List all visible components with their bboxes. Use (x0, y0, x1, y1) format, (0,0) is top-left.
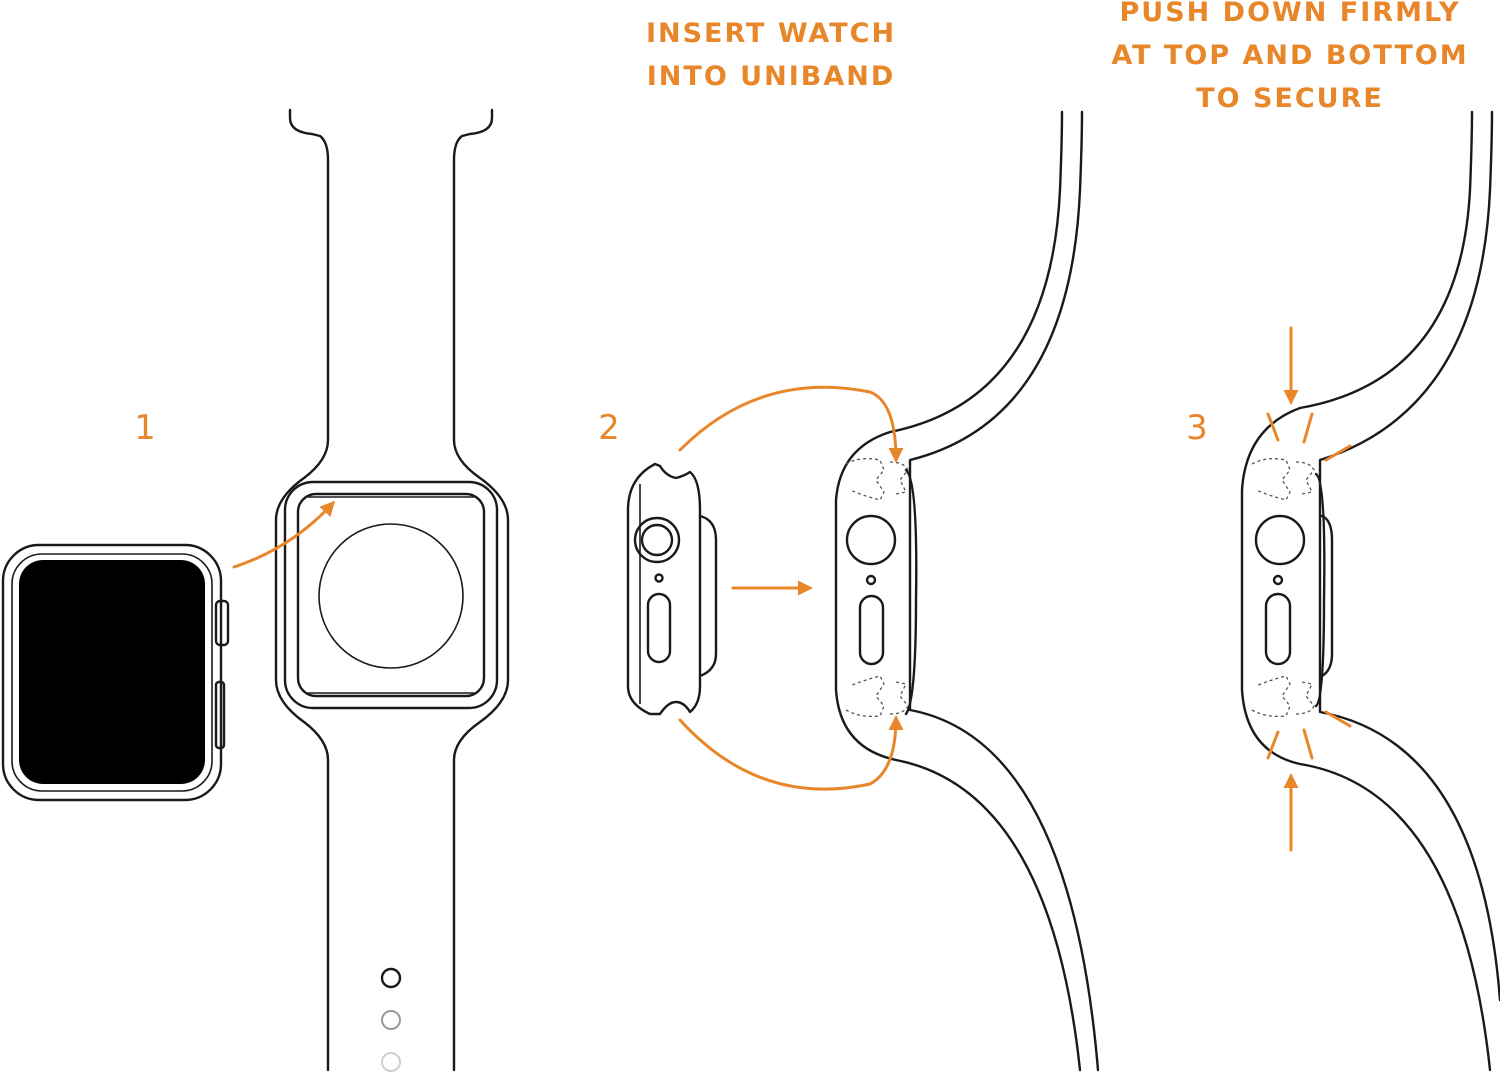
step-3-number: 3 (1186, 408, 1208, 448)
uniband-icon (274, 108, 510, 1072)
step-3-caption-line-2: AT TOP AND BOTTOM (1111, 40, 1469, 71)
step-1-number: 1 (134, 408, 156, 448)
step-3-illustration (1240, 110, 1500, 1072)
step-2-illustration (626, 110, 1100, 1072)
watch-face-icon (1, 543, 230, 802)
step-2-number: 2 (598, 408, 620, 448)
uniband-secured-icon (1240, 110, 1500, 1072)
step-3-caption-line-3: TO SECURE (1196, 83, 1384, 114)
insert-arrow (232, 500, 336, 569)
pressure-lines (1266, 412, 1352, 760)
watch-side-icon (626, 462, 718, 716)
step-3-caption-line-1: PUSH DOWN FIRMLY (1119, 0, 1461, 28)
step-2-caption: INSERT WATCH INTO UNIBAND (606, 12, 936, 98)
step-2-caption-line-1: INSERT WATCH (645, 18, 897, 49)
step-3-caption: PUSH DOWN FIRMLY AT TOP AND BOTTOM TO SE… (1100, 0, 1480, 120)
step-1-illustration (1, 108, 510, 1072)
top-curve-arrow (678, 385, 904, 463)
bottom-curve-arrow (678, 715, 904, 791)
uniband-side-icon (834, 110, 1100, 1072)
step-2-caption-line-2: INTO UNIBAND (646, 61, 896, 92)
